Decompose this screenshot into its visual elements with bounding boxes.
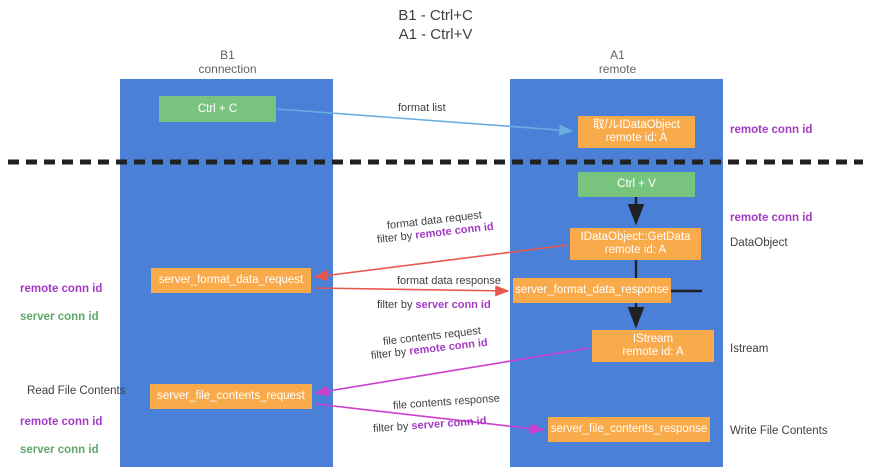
key-tag-server-conn-id-left-mid: server conn id (20, 311, 99, 323)
node-istream[interactable]: IStream remote id: A (592, 330, 714, 362)
node-server-file-contents-response[interactable]: server_file_contents_response (548, 417, 710, 442)
filter-key-server-conn-id-1: server conn id (415, 299, 491, 311)
key-tag-group-left-bottom: remote conn id server conn id (20, 401, 102, 471)
side-label-dataobject: DataObject (730, 237, 788, 249)
key-tag-remote-conn-id-top: remote conn id (730, 124, 813, 136)
key-tag-remote-conn-id-left-bottom: remote conn id (20, 416, 103, 428)
filter-by-text-1: filter by (376, 229, 416, 246)
column-header-a1: A1 remote (598, 48, 637, 76)
wire-label-filter-server-conn-id-2: filter by server conn id (373, 414, 487, 436)
key-tag-remote-conn-id-mid: remote conn id (730, 212, 813, 224)
page-title: B1 - Ctrl+C A1 - Ctrl+V (398, 7, 473, 43)
node-ctrl-c[interactable]: Ctrl + C (159, 96, 276, 122)
node-idataobject-getdata[interactable]: IDataObject::GetData remote id: A (570, 228, 701, 260)
wire-label-format-data-response: format data response (397, 275, 501, 287)
wire-label-filter-server-conn-id-1: filter by server conn id (377, 298, 491, 312)
filter-key-server-conn-id-2: server conn id (411, 415, 487, 433)
filter-by-text-4: filter by (372, 420, 412, 435)
node-server-format-data-response[interactable]: server_format_data_response (513, 278, 671, 303)
node-server-format-data-request[interactable]: server_format_data_request (151, 268, 311, 293)
key-tag-remote-conn-id-left-mid: remote conn id (20, 283, 103, 295)
node-server-file-contents-request[interactable]: server_file_contents_request (150, 384, 312, 409)
column-header-b1: B1 connection (198, 48, 257, 76)
node-ctrl-v[interactable]: Ctrl + V (578, 172, 695, 197)
filter-by-text-3: filter by (370, 345, 410, 362)
key-tag-group-left-mid: remote conn id server conn id (20, 268, 102, 338)
side-label-write-file-contents: Write File Contents (730, 425, 828, 437)
wire-label-file-contents-response: file contents response (392, 392, 501, 412)
node-idataobject[interactable]: 取/ルIDataObject remote id: A (578, 116, 695, 148)
side-label-read-file-contents: Read File Contents (27, 385, 126, 397)
filter-by-text-2: filter by (377, 299, 416, 311)
side-label-istream: Istream (730, 343, 769, 355)
key-tag-server-conn-id-left-bottom: server conn id (20, 444, 99, 456)
wire-label-format-list: format list (398, 102, 446, 114)
connector-format-data-response (314, 285, 510, 297)
